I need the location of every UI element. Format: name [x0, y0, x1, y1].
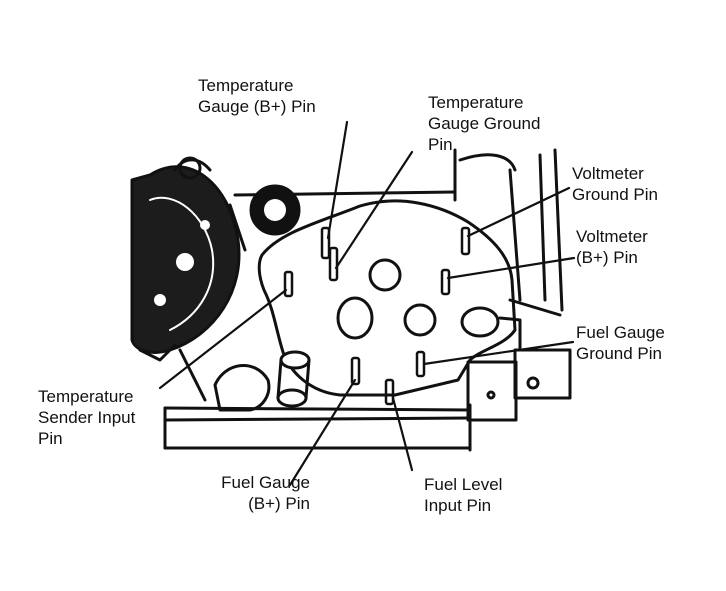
label-line: Temperature — [38, 387, 134, 406]
label-line: (B+) Pin — [248, 494, 310, 513]
label-line: Sender Input — [38, 408, 136, 427]
bulb-socket — [213, 350, 311, 412]
label-line: Pin — [428, 135, 453, 154]
label-line: Fuel Gauge — [221, 473, 310, 492]
label-voltmeter-ground-pin: Voltmeter Ground Pin — [572, 163, 658, 205]
left-gauge-housing — [130, 156, 241, 354]
label-fuel-level-input-pin: Fuel Level Input Pin — [424, 474, 502, 516]
label-line: Voltmeter — [572, 164, 644, 183]
housing-frame — [228, 148, 564, 317]
label-voltmeter-b-pin: Voltmeter (B+) Pin — [576, 226, 648, 268]
label-line: Ground Pin — [572, 185, 658, 204]
label-temperature-gauge-b-pin: Temperature Gauge (B+) Pin — [198, 75, 316, 117]
label-fuel-gauge-b-pin: Fuel Gauge (B+) Pin — [198, 472, 310, 514]
label-line: Fuel Level — [424, 475, 503, 494]
label-line: Pin — [38, 429, 63, 448]
label-fuel-gauge-ground-pin: Fuel Gauge Ground Pin — [576, 322, 665, 364]
label-temperature-sender-input-pin: Temperature Sender Input Pin — [38, 386, 135, 449]
connector-pins — [283, 226, 471, 406]
circuit-board — [257, 199, 517, 397]
label-line: Input Pin — [424, 496, 492, 515]
label-line: (B+) Pin — [576, 248, 638, 267]
label-temperature-gauge-ground-pin: Temperature Gauge Ground Pin — [428, 92, 540, 155]
label-line: Temperature — [428, 93, 524, 112]
right-bracket — [466, 316, 572, 422]
label-line: Ground Pin — [576, 344, 662, 363]
leader-lines — [158, 120, 576, 487]
base-rail — [138, 343, 472, 452]
label-line: Voltmeter — [576, 227, 648, 246]
label-line: Gauge (B+) Pin — [198, 97, 316, 116]
label-line: Temperature — [198, 76, 294, 95]
label-line: Gauge Ground — [428, 114, 541, 133]
label-line: Fuel Gauge — [576, 323, 665, 342]
